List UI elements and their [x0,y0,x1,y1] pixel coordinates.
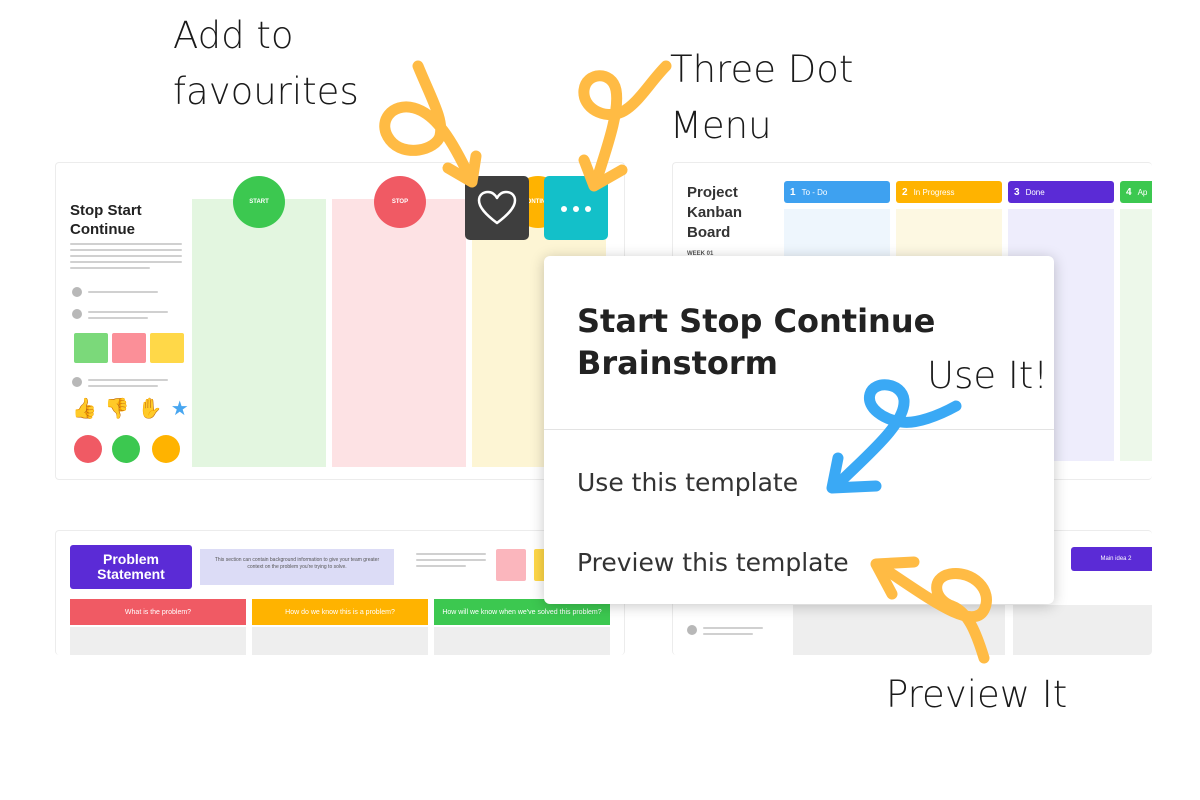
template-options-menu: Start Stop Continue Brainstorm Use this … [544,256,1054,604]
template-card-stop-start-continue[interactable]: Stop Start Continue 👍👎✋★ START STOP CONT… [55,162,625,480]
stop-sign-icon [74,435,102,463]
problem-column [70,627,246,655]
menu-divider [544,429,1054,430]
step-number [72,287,82,297]
problem-column-header: What is the problem? [70,599,246,625]
description-line [70,249,182,251]
three-dot-menu-button[interactable] [544,176,608,240]
idea-area [1013,605,1152,655]
annotation-use-it: Use It! [927,354,1049,397]
kanban-column-header: 3 Done [1008,181,1114,203]
star-icon: ★ [170,398,197,420]
add-to-favourites-button[interactable] [465,176,529,240]
description-line [70,267,150,269]
column-number: 3 [1014,186,1020,198]
main-idea-button: Main idea 2 [1071,547,1152,571]
description-line [70,261,182,263]
use-template-menu-item[interactable]: Use this template [577,468,799,497]
column-number: 2 [902,186,908,198]
sticky-note-pink [112,333,146,363]
description-line [703,633,753,635]
problem-column-header: How do we know this is a problem? [252,599,428,625]
description-line [88,291,158,293]
column-number: 4 [1126,186,1132,198]
description-line [88,311,168,313]
start-header: START [233,176,285,228]
description-line [88,385,158,387]
column-label: Ap [1137,187,1148,197]
problem-statement-badge: Problem Statement [70,545,192,589]
column-label: In Progress [913,187,955,197]
step-number [72,309,82,319]
thumbs-up-icon: 👍 [72,398,105,420]
problem-info-box: This section can contain background info… [200,549,394,585]
annotation-preview-it: Preview It [886,673,1068,716]
heart-icon [477,190,517,225]
kanban-column-header: 2 In Progress [896,181,1002,203]
template-card-problem-statement[interactable]: Problem Statement This section can conta… [55,530,625,655]
more-dots-icon [558,199,594,217]
kanban-column [1120,209,1152,461]
stop-column [332,199,466,467]
kanban-column-header: 4 Ap [1120,181,1152,203]
template-title: Stop Start Continue [70,202,142,238]
description-line [88,317,148,319]
annotation-three-dot-menu: Three Dot Menu [670,48,854,147]
description-line [88,379,168,381]
description-line [416,565,466,567]
description-line [703,627,763,629]
preview-template-menu-item[interactable]: Preview this template [577,548,849,577]
stop-header: STOP [374,176,426,228]
description-line [70,255,182,257]
reaction-icons: 👍👎✋★ [72,397,197,421]
kanban-column-header: 1 To - Do [784,181,890,203]
week-label: WEEK 01 [687,251,714,257]
thumbs-down-icon: 👎 [104,398,138,420]
description-line [416,559,486,561]
template-title: Project Kanban Board [687,184,743,241]
sticky-note-yellow [150,333,184,363]
description-line [416,553,486,555]
start-sign-icon [112,435,140,463]
idea-area [793,605,1005,655]
column-label: Done [1025,187,1045,197]
column-label: To - Do [801,187,828,197]
menu-title: Start Stop Continue Brainstorm [577,302,936,382]
column-number: 1 [790,186,796,198]
continue-sign-icon [152,435,180,463]
start-column [192,199,326,467]
description-line [70,243,182,245]
sticky-note-pink [496,549,526,581]
sticky-note-green [74,333,108,363]
step-number [72,377,82,387]
step-number [687,625,697,635]
hand-icon: ✋ [137,398,171,420]
problem-column [252,627,428,655]
problem-column [434,627,610,655]
annotation-add-to-favourites: Add to favourites [173,14,359,113]
